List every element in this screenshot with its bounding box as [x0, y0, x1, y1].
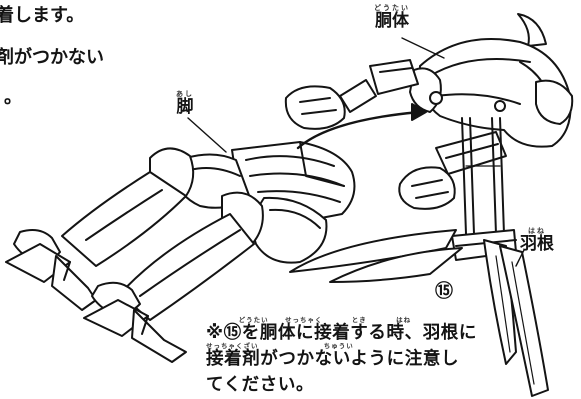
top-left-text-line-3: 。: [4, 87, 22, 108]
caution-note: どうたい せっちゃく とき はね ※⑮を胴体に接着する時、羽根に せっちゃくざい…: [206, 316, 506, 396]
leg-label-ruby: あし: [176, 90, 194, 98]
wing-label: はね 羽根: [520, 227, 554, 254]
note-line-2-ruby: せっちゃくざい ちゅうい: [206, 342, 354, 350]
body-label-ruby: どうたい: [374, 4, 410, 12]
wing-part: [289, 117, 549, 397]
note-line-1-text: ※⑮を胴体に接着する時、羽根に: [206, 323, 478, 343]
insert-arrow: [296, 110, 422, 150]
note-line-1: どうたい せっちゃく とき はね ※⑮を胴体に接着する時、羽根に: [206, 316, 506, 344]
wing-label-ruby: はね: [528, 227, 546, 235]
leg-part: [5, 141, 356, 363]
note-line-3: てください。: [206, 369, 506, 395]
top-left-text-line-2: 剤がつかない: [0, 47, 104, 68]
body-label-text: 胴体: [375, 11, 409, 31]
note-line-2-text: 接着剤がつかないように注意し: [206, 349, 460, 369]
top-left-text-line-1: 着します。: [0, 5, 85, 26]
leg-label: あし 脚: [176, 90, 194, 117]
note-line-2: せっちゃくざい ちゅうい 接着剤がつかないように注意し: [206, 342, 506, 370]
note-line-3-text: てください。: [206, 375, 315, 395]
leg-label-text: 脚: [176, 97, 194, 117]
wing-label-text: 羽根: [520, 234, 554, 254]
part-number: ⑮: [435, 281, 453, 302]
body-label: どうたい 胴体: [374, 4, 410, 31]
note-line-1-ruby: どうたい せっちゃく とき はね: [206, 316, 412, 324]
